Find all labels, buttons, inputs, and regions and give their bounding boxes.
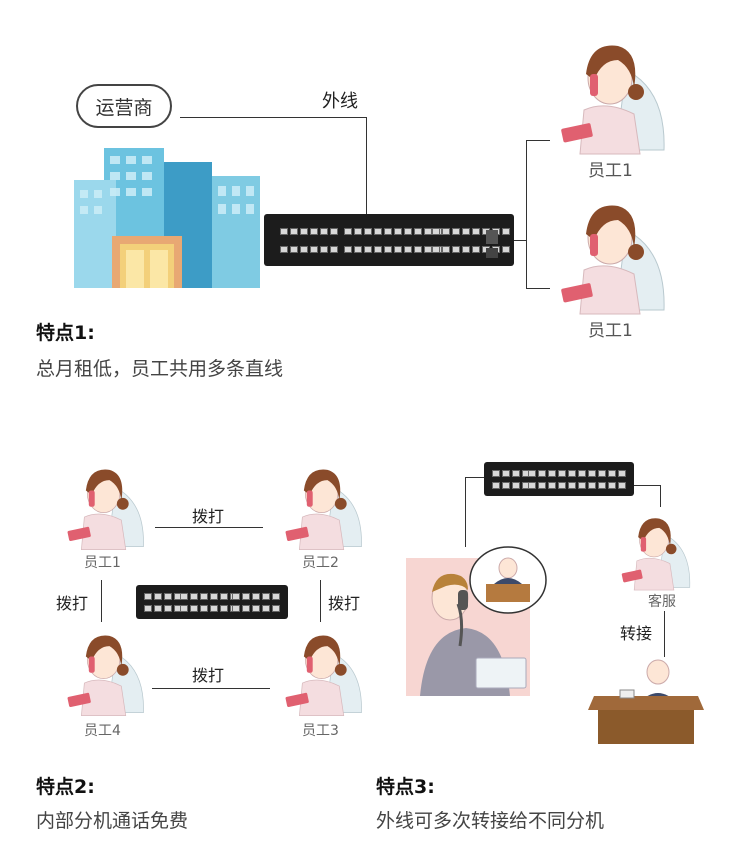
woman-phone-icon: [67, 635, 144, 716]
dial-line-top: [155, 527, 263, 528]
external-line-vertical: [366, 117, 367, 215]
boss-desk-icon: [588, 659, 704, 744]
feature3-title: 特点3:: [376, 776, 435, 798]
dial-line-right: [320, 580, 321, 622]
service-line-vertical: [660, 485, 661, 507]
feature1-desc: 总月租低，员工共用多条直线: [36, 358, 284, 380]
feature2-desc: 内部分机通话免费: [36, 810, 189, 832]
operator-cloud: 运营商: [76, 84, 172, 128]
switch-icon: [484, 462, 634, 496]
dial-line-left: [101, 580, 102, 622]
dial-top-label: 拨打: [192, 507, 225, 526]
dial-bottom-label: 拨打: [192, 666, 225, 685]
branch-line-bottom: [526, 288, 550, 289]
woman-phone-icon: [621, 518, 691, 591]
woman-phone-icon: [561, 205, 665, 315]
branch-line-vertical: [526, 140, 527, 288]
transfer-line: [664, 611, 665, 657]
service-line-horizontal: [634, 485, 660, 486]
branch-line-top: [526, 140, 550, 141]
woman-phone-icon: [561, 45, 665, 155]
emp2-label: 员工2: [302, 555, 339, 571]
woman-phone-icon: [67, 469, 144, 550]
employee-label-top: 员工1: [588, 161, 633, 181]
switch-icon: [264, 214, 514, 266]
operator-label: 运营商: [95, 96, 153, 119]
caller-line-horizontal: [465, 477, 484, 478]
dial-right-label: 拨打: [328, 594, 361, 613]
transfer-label: 转接: [620, 624, 653, 643]
feature3-desc: 外线可多次转接给不同分机: [376, 810, 605, 832]
caller-line-vertical: [465, 477, 466, 547]
dial-left-label: 拨打: [56, 594, 89, 613]
external-line-label: 外线: [322, 91, 358, 112]
feature2-title: 特点2:: [36, 776, 95, 798]
dial-line-bottom: [152, 688, 270, 689]
operator-line: [180, 117, 366, 118]
emp4-label: 员工4: [84, 723, 121, 739]
emp3-label: 员工3: [302, 723, 339, 739]
boss-desk-icon: [469, 546, 547, 614]
woman-phone-icon: [285, 469, 362, 550]
feature1-title: 特点1:: [36, 322, 95, 344]
building-icon: [74, 148, 260, 288]
switch-icon: [136, 585, 288, 619]
employee-label-bottom: 员工1: [588, 321, 633, 341]
woman-phone-icon: [285, 635, 362, 716]
emp1-label: 员工1: [84, 555, 121, 571]
switch-to-branch: [514, 240, 526, 241]
service-label: 客服: [648, 594, 676, 610]
